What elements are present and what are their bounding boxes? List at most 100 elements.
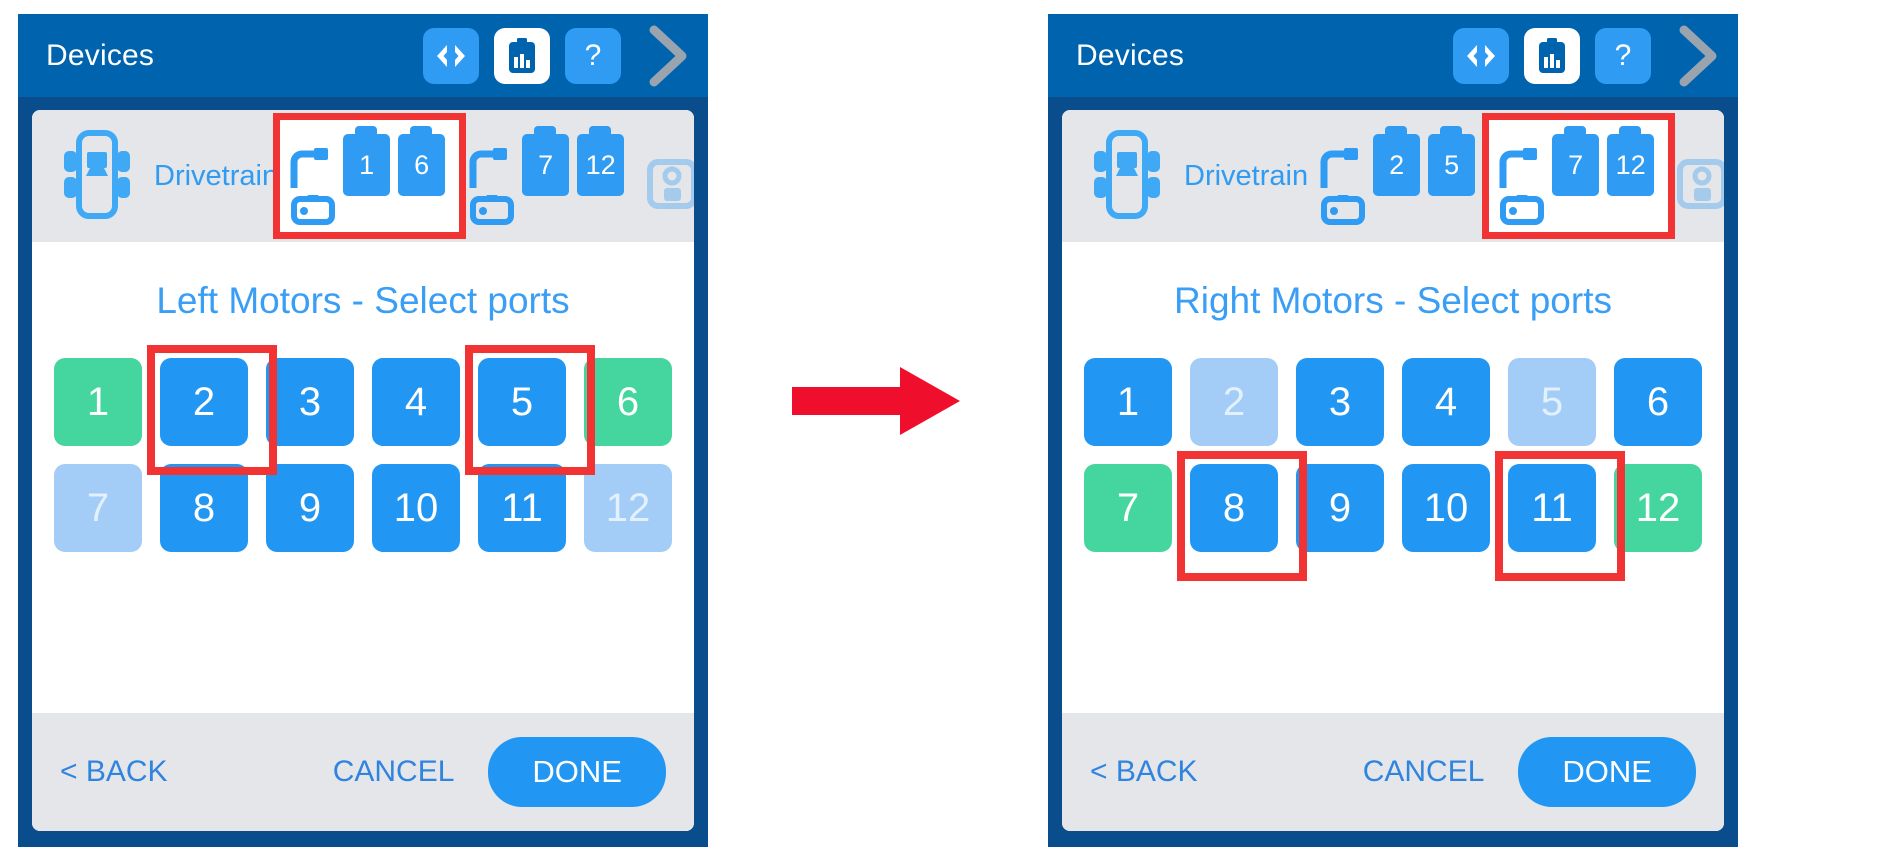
port-tile[interactable]: 5 [1508,358,1596,446]
motor-cable-icon [1316,140,1372,231]
cancel-button[interactable]: CANCEL [1362,755,1485,788]
motor-cable-icon [465,140,521,231]
port-tile[interactable]: 3 [1296,358,1384,446]
port-cell[interactable]: 11 [1495,451,1625,581]
port-cell[interactable]: 1 [54,358,142,446]
config-card: Drivetrain [1062,110,1724,831]
port-tile[interactable]: 6 [584,358,672,446]
port-tile[interactable]: 1 [1084,358,1172,446]
port-tile[interactable]: 6 [1614,358,1702,446]
device-name-label: Drivetrain [154,159,279,192]
port-cell[interactable]: 10 [1402,464,1490,552]
port-cell[interactable]: 11 [478,464,566,552]
card-footer: < BACK CANCEL DONE [1062,713,1724,831]
page-title: Right Motors - Select ports [1174,280,1612,321]
port-tile[interactable]: 8 [1190,464,1278,552]
port-tile[interactable]: 7 [54,464,142,552]
port-cell[interactable]: 9 [1296,464,1384,552]
left-motor-group[interactable]: 2 5 [1310,120,1489,232]
port-cell[interactable]: 3 [266,358,354,446]
motor-port-chip[interactable]: 7 [1552,126,1600,196]
port-tile[interactable]: 10 [372,464,460,552]
port-tile[interactable]: 1 [54,358,142,446]
port-cell[interactable]: 6 [584,358,672,446]
motor-port-chip[interactable]: 7 [522,126,570,196]
left-motor-group[interactable]: 1 6 [273,113,467,239]
card-footer: < BACK CANCEL DONE [32,713,694,831]
port-tile[interactable]: 4 [372,358,460,446]
app-bar-icon-group: ? [423,25,692,87]
help-icon[interactable]: ? [565,27,621,84]
port-tile[interactable]: 10 [1402,464,1490,552]
right-motor-group[interactable]: 7 12 [1482,113,1676,239]
port-tile[interactable]: 9 [1296,464,1384,552]
motor-port-chip[interactable]: 5 [1428,126,1476,196]
device-strip: Drivetrain [1062,110,1724,242]
code-icon[interactable] [423,27,479,84]
port-tile[interactable]: 3 [266,358,354,446]
svg-text:?: ? [1615,39,1632,72]
port-cell[interactable]: 7 [54,464,142,552]
code-icon[interactable] [1453,27,1509,84]
port-cell[interactable]: 5 [1508,358,1596,446]
port-tile[interactable]: 12 [584,464,672,552]
device-screen-left: Devices ? [18,14,708,847]
done-button[interactable]: DONE [488,737,666,807]
port-tile[interactable]: 8 [160,464,248,552]
battery-icon[interactable] [494,27,550,84]
port-cell[interactable]: 7 [1084,464,1172,552]
brain-icon [1084,128,1170,225]
motor-cable-icon [1495,140,1551,231]
add-motor-group-button[interactable]: + [1668,120,1724,232]
brain-icon [54,128,140,225]
app-bar: Devices ? [18,14,708,97]
next-chevron-icon[interactable] [1674,25,1722,87]
port-tile[interactable]: 9 [266,464,354,552]
motor-port-chip[interactable]: 1 [343,126,391,196]
port-tile[interactable]: 2 [1190,358,1278,446]
app-bar-title: Devices [46,38,155,72]
port-tile[interactable]: 11 [478,464,566,552]
back-button[interactable]: < BACK [1090,755,1198,788]
motor-port-chip[interactable]: 12 [1607,126,1655,196]
next-chevron-icon[interactable] [644,25,692,87]
add-motor-icon [644,140,694,231]
port-cell[interactable]: 12 [1614,464,1702,552]
port-tile[interactable]: 4 [1402,358,1490,446]
add-motor-icon [1674,140,1724,231]
app-bar-title: Devices [1076,38,1185,72]
motor-port-chip[interactable]: 12 [577,126,625,196]
help-icon[interactable]: ? [1595,27,1651,84]
add-motor-group-button[interactable]: + [638,120,694,232]
port-cell[interactable]: 10 [372,464,460,552]
back-button[interactable]: < BACK [60,755,168,788]
screen-body: Drivetrain [18,97,708,847]
device-strip: Drivetrain [32,110,694,242]
port-cell[interactable]: 8 [160,464,248,552]
port-cell[interactable]: 2 [1190,358,1278,446]
port-cell[interactable]: 6 [1614,358,1702,446]
port-cell[interactable]: 3 [1296,358,1384,446]
port-tile[interactable]: 2 [160,358,248,446]
step-flow-arrow [712,358,1042,444]
port-cell[interactable]: 4 [372,358,460,446]
port-tile[interactable]: 7 [1084,464,1172,552]
port-tile[interactable]: 5 [478,358,566,446]
port-cell[interactable]: 9 [266,464,354,552]
battery-icon[interactable] [1524,27,1580,84]
screen-body: Drivetrain [1048,97,1738,847]
port-cell[interactable]: 4 [1402,358,1490,446]
port-cell[interactable]: 5 [465,345,595,475]
port-cell[interactable]: 2 [147,345,277,475]
motor-port-chip[interactable]: 6 [398,126,446,196]
port-cell[interactable]: 12 [584,464,672,552]
port-cell[interactable]: 1 [1084,358,1172,446]
port-tile[interactable]: 12 [1614,464,1702,552]
port-tile[interactable]: 11 [1508,464,1596,552]
motor-cable-icon [286,140,342,231]
port-cell[interactable]: 8 [1177,451,1307,581]
motor-port-chip[interactable]: 2 [1373,126,1421,196]
right-motor-group[interactable]: 7 12 [459,120,638,232]
done-button[interactable]: DONE [1518,737,1696,807]
cancel-button[interactable]: CANCEL [332,755,455,788]
